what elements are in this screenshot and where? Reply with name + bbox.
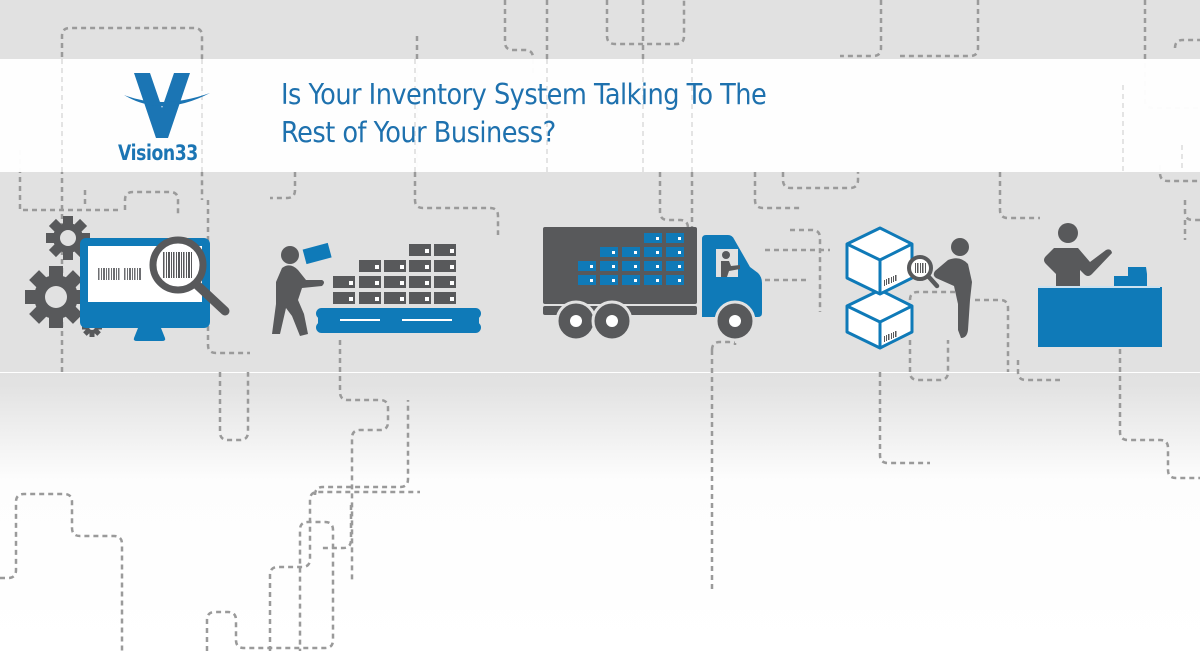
title-banner [0, 59, 1200, 172]
brand-name: Vision33 [118, 141, 198, 165]
monitor-barcode-magnifier-gears-icon [25, 216, 230, 341]
band-divider [0, 372, 1200, 373]
person-inspecting-boxes-icon [845, 226, 972, 350]
worker-pallet-boxes-icon [272, 242, 481, 336]
delivery-truck-icon [543, 227, 762, 342]
cashier-counter-icon [1038, 223, 1162, 347]
page-title: Is Your Inventory System Talking To The … [281, 76, 911, 152]
title-line-1: Is Your Inventory System Talking To The [281, 78, 767, 111]
v-swoosh-logo-icon [124, 73, 210, 138]
title-line-2: Rest of Your Business? [281, 116, 556, 149]
